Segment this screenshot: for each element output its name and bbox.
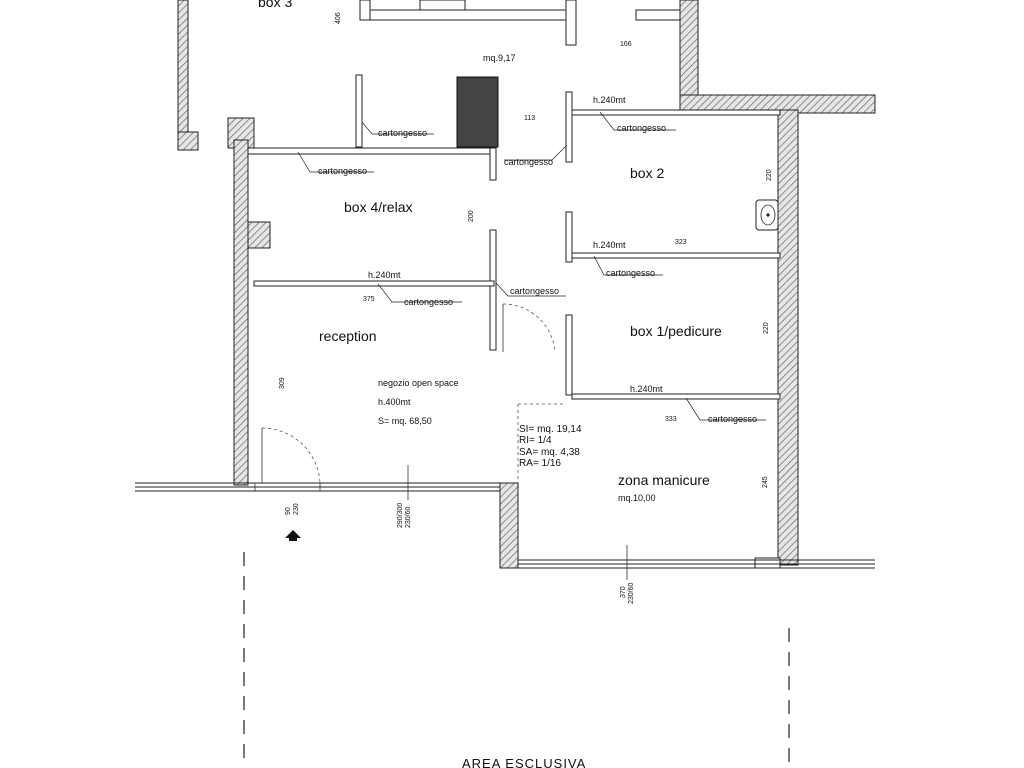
partition-box4-east bbox=[489, 229, 497, 351]
wall-top-fragment-mid bbox=[369, 9, 571, 21]
material-label: cartongesso bbox=[378, 128, 427, 138]
dimension-label: 333 bbox=[665, 416, 677, 423]
partition-box2-north bbox=[571, 109, 781, 116]
dimension-label: 220 bbox=[766, 169, 773, 181]
partition-box2-south bbox=[571, 252, 781, 259]
dimension-label: 200 bbox=[468, 210, 475, 222]
dimension-label: 290/300 bbox=[397, 503, 404, 528]
area-box3-label: mq.9,17 bbox=[483, 53, 516, 63]
partition-box3-south bbox=[247, 147, 497, 155]
exterior-walls bbox=[177, 0, 876, 569]
partition-box3-short bbox=[355, 74, 363, 148]
dimension-label: 245 bbox=[762, 476, 769, 488]
height-label: h.240mt bbox=[630, 384, 663, 394]
door-swings bbox=[261, 303, 556, 484]
material-label: cartongesso bbox=[617, 123, 666, 133]
material-label: cartongesso bbox=[504, 157, 553, 167]
dimension-label: 370 bbox=[620, 586, 627, 598]
dimension-label: 230 bbox=[293, 503, 300, 515]
material-label: cartongesso bbox=[404, 297, 453, 307]
dimension-label: 230/60 bbox=[405, 506, 412, 528]
open-space-surface: S= mq. 68,50 bbox=[378, 416, 432, 426]
dimension-lines bbox=[407, 465, 628, 580]
sink-fixture bbox=[755, 199, 779, 231]
wall-top-fragment-right bbox=[565, 0, 577, 46]
interior-partitions bbox=[247, 74, 781, 400]
dimension-label: 375 bbox=[363, 296, 375, 303]
wall-west-main bbox=[233, 139, 249, 486]
material-label: cartongesso bbox=[510, 286, 559, 296]
manicure-boundary bbox=[517, 403, 566, 483]
room-box4-label: box 4/relax bbox=[344, 199, 412, 215]
wall-north-east-vertical bbox=[679, 0, 699, 109]
wall-top-fragment-far bbox=[635, 9, 681, 21]
wall-west-jog bbox=[247, 221, 271, 249]
ratio-line: SI= mq. 19,14 bbox=[519, 424, 582, 435]
entrance-arrow-icon bbox=[285, 530, 301, 541]
material-label: cartongesso bbox=[606, 268, 655, 278]
cabinet-block bbox=[456, 76, 499, 148]
height-label: h.240mt bbox=[368, 270, 401, 280]
dimension-label: 406 bbox=[335, 12, 342, 24]
ratio-line: RA= 1/16 bbox=[519, 458, 561, 469]
open-space-label: negozio open space bbox=[378, 378, 459, 388]
wall-box3-west bbox=[177, 0, 189, 136]
dimension-label: 90 bbox=[285, 507, 292, 515]
height-label: h.240mt bbox=[593, 95, 626, 105]
partition-box1-west bbox=[565, 314, 573, 396]
area-manicure-label: mq.10,00 bbox=[618, 493, 656, 503]
material-label: cartongesso bbox=[708, 414, 757, 424]
dimension-label: 166 bbox=[620, 41, 632, 48]
dimension-label: 309 bbox=[279, 377, 286, 389]
entrance-door-swing bbox=[261, 427, 321, 484]
dimension-label: 230/60 bbox=[628, 582, 635, 604]
room-reception-label: reception bbox=[319, 328, 377, 344]
ratio-line: RI= 1/4 bbox=[519, 435, 552, 446]
wall-top-fragment-shelf bbox=[419, 0, 466, 11]
reception-door-swing bbox=[502, 303, 556, 353]
room-box1-label: box 1/pedicure bbox=[630, 323, 722, 339]
open-space-height: h.400mt bbox=[378, 397, 411, 407]
wall-top-fragment-left bbox=[359, 0, 371, 21]
height-label: h.240mt bbox=[593, 240, 626, 250]
wall-west-bend bbox=[177, 131, 199, 151]
dimension-label: 220 bbox=[763, 322, 770, 334]
ratio-line: SA= mq. 4,38 bbox=[519, 447, 580, 458]
partition-box2-west-low bbox=[565, 211, 573, 263]
dimension-label: 323 bbox=[675, 239, 687, 246]
partition-box2-west bbox=[565, 91, 573, 163]
exclusive-area-boundary bbox=[243, 552, 790, 768]
wall-south-pillar bbox=[499, 482, 519, 569]
partition-corridor-west bbox=[489, 147, 497, 181]
shopfront bbox=[135, 482, 875, 569]
wall-east-main bbox=[777, 109, 799, 566]
exclusive-area-label: AREA ESCLUSIVA bbox=[462, 756, 586, 768]
room-box2-label: box 2 bbox=[630, 165, 664, 181]
leader-lines bbox=[297, 111, 766, 421]
partition-box4-south bbox=[253, 280, 495, 287]
room-box3-label: box 3 bbox=[258, 0, 292, 10]
room-manicure-label: zona manicure bbox=[618, 472, 710, 488]
dimension-label: 113 bbox=[524, 115, 535, 122]
partition-box1-south bbox=[571, 393, 781, 400]
material-label: cartongesso bbox=[318, 166, 367, 176]
